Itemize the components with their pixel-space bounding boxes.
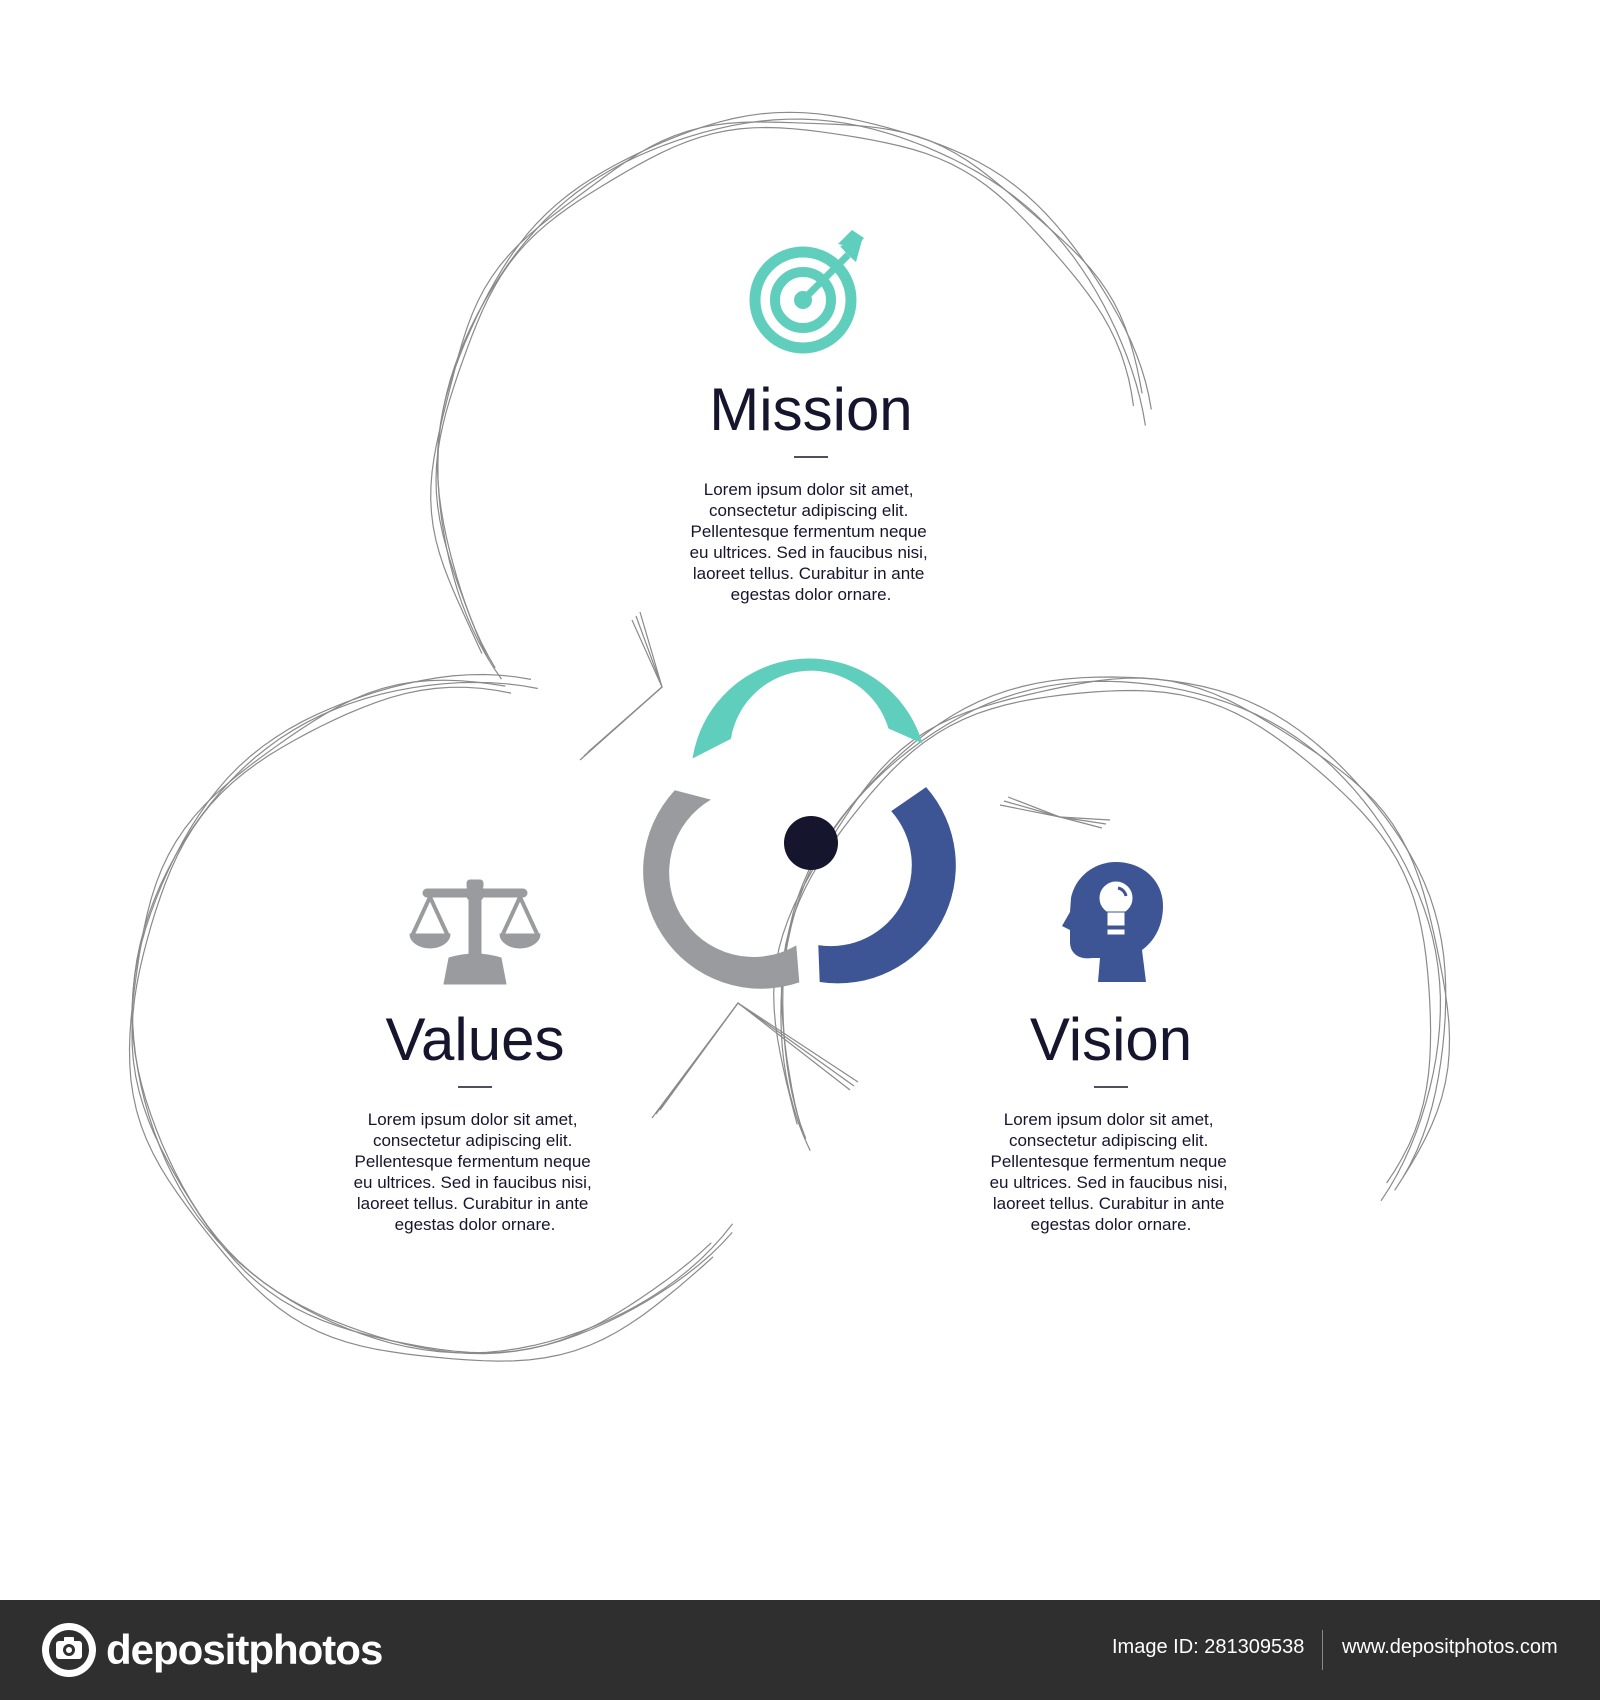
- vision-text-line: Pellentesque fermentum neque: [991, 1152, 1227, 1171]
- ring-segment-values: [643, 790, 800, 989]
- sketch-arrowhead-vision: [651, 1002, 859, 1119]
- vision-block: Vision Lorem ipsum dolor sit amet, conse…: [990, 862, 1233, 1234]
- values-text-line: laoreet tellus. Curabitur in ante: [357, 1194, 589, 1213]
- sketch-circle-values: [131, 681, 734, 1354]
- sketch-arrowhead-mission: [999, 804, 1111, 821]
- mission-values-vision-diagram: Mission Lorem ipsum dolor sit amet, cons…: [128, 111, 1451, 1362]
- sketch-arrowhead-values: [587, 619, 663, 753]
- sketch-arrowhead-values: [579, 611, 663, 761]
- sketch-circle-vision: [780, 680, 1442, 1202]
- sketch-arrowhead-values: [583, 615, 663, 757]
- mission-text-line: laoreet tellus. Curabitur in ante: [693, 564, 925, 583]
- values-title: Values: [385, 1006, 564, 1073]
- image-id-label: Image ID: 281309538: [1112, 1636, 1305, 1658]
- values-text-line: egestas dolor ornare.: [395, 1215, 556, 1234]
- sketch-arrowhead-mission: [1003, 800, 1107, 825]
- balance-scale-icon: [409, 879, 541, 985]
- center-ring: [643, 658, 956, 989]
- target-arrow-icon: [749, 230, 864, 354]
- sketch-circle-mission: [436, 111, 1152, 669]
- mission-block: Mission Lorem ipsum dolor sit amet, cons…: [690, 230, 933, 604]
- sketch-circle-mission: [430, 121, 1143, 654]
- values-text-line: consectetur adipiscing elit.: [373, 1131, 572, 1150]
- values-text: Lorem ipsum dolor sit amet, consectetur …: [354, 1110, 597, 1234]
- sketch-arrowhead-mission: [1007, 796, 1103, 829]
- sketch-arrows: [128, 111, 1451, 1362]
- values-block: Values Lorem ipsum dolor sit amet, conse…: [354, 879, 597, 1234]
- brand-name: depositphotos: [106, 1626, 383, 1673]
- sketch-circle-vision: [773, 677, 1451, 1178]
- values-text-line: Pellentesque fermentum neque: [355, 1152, 591, 1171]
- sketch-circle-values: [128, 679, 714, 1362]
- sketch-arrowhead-vision: [659, 1002, 851, 1111]
- footer-bar: depositphotos Image ID: 281309538 www.de…: [0, 1600, 1600, 1700]
- ring-segment-mission: [692, 658, 923, 759]
- site-url-link[interactable]: www.depositphotos.com: [1342, 1636, 1558, 1658]
- values-text-line: eu ultrices. Sed in faucibus nisi,: [354, 1173, 592, 1192]
- center-dot: [784, 816, 838, 870]
- mission-text: Lorem ipsum dolor sit amet, consectetur …: [690, 480, 933, 604]
- vision-text-line: egestas dolor ornare.: [1031, 1215, 1192, 1234]
- sketch-circle-values: [131, 686, 712, 1354]
- mission-text-line: eu ultrices. Sed in faucibus nisi,: [690, 543, 928, 562]
- head-lightbulb-icon: [1062, 862, 1163, 982]
- camera-logo-icon: [42, 1623, 96, 1677]
- vision-text-line: laoreet tellus. Curabitur in ante: [993, 1194, 1225, 1213]
- mission-title: Mission: [709, 376, 912, 443]
- vision-text-line: eu ultrices. Sed in faucibus nisi,: [990, 1173, 1228, 1192]
- mission-text-line: Lorem ipsum dolor sit amet,: [704, 480, 914, 499]
- sketch-circle-mission: [435, 126, 1135, 661]
- sketch-arrowhead-vision: [655, 1002, 855, 1115]
- vision-title: Vision: [1030, 1006, 1192, 1073]
- sketch-circle-vision: [780, 689, 1432, 1184]
- brand-logo[interactable]: depositphotos: [40, 1620, 383, 1680]
- footer-divider: [1322, 1630, 1323, 1670]
- vision-text-line: Lorem ipsum dolor sit amet,: [1004, 1110, 1214, 1129]
- mission-text-line: consectetur adipiscing elit.: [709, 501, 908, 520]
- values-text-line: Lorem ipsum dolor sit amet,: [368, 1110, 578, 1129]
- ring-segment-vision: [818, 787, 956, 984]
- mission-text-line: Pellentesque fermentum neque: [691, 522, 927, 541]
- vision-text: Lorem ipsum dolor sit amet, consectetur …: [990, 1110, 1233, 1234]
- mission-text-line: egestas dolor ornare.: [731, 585, 892, 604]
- vision-text-line: consectetur adipiscing elit.: [1009, 1131, 1208, 1150]
